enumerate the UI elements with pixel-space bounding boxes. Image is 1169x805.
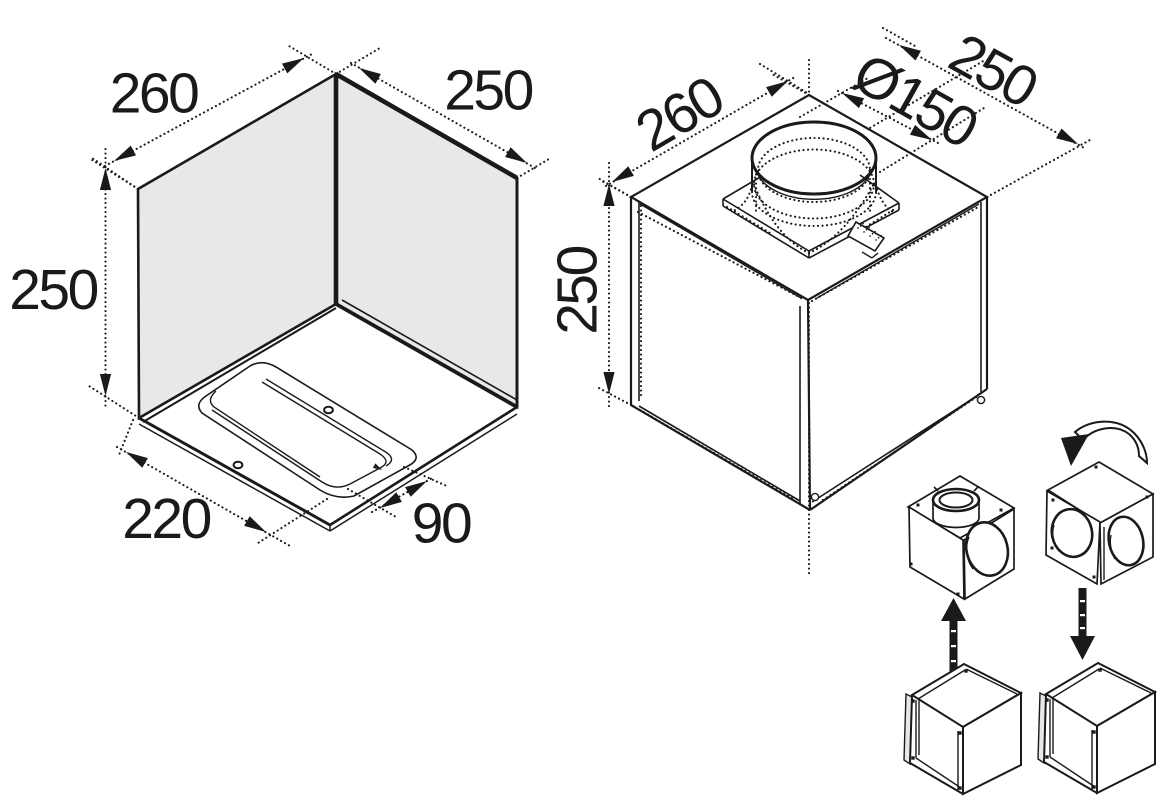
svg-text:220: 220 <box>122 487 210 551</box>
svg-text:250: 250 <box>444 59 532 123</box>
svg-text:90: 90 <box>412 492 471 556</box>
svg-text:260: 260 <box>110 62 198 126</box>
svg-text:250: 250 <box>546 246 610 334</box>
svg-text:250: 250 <box>9 258 97 322</box>
